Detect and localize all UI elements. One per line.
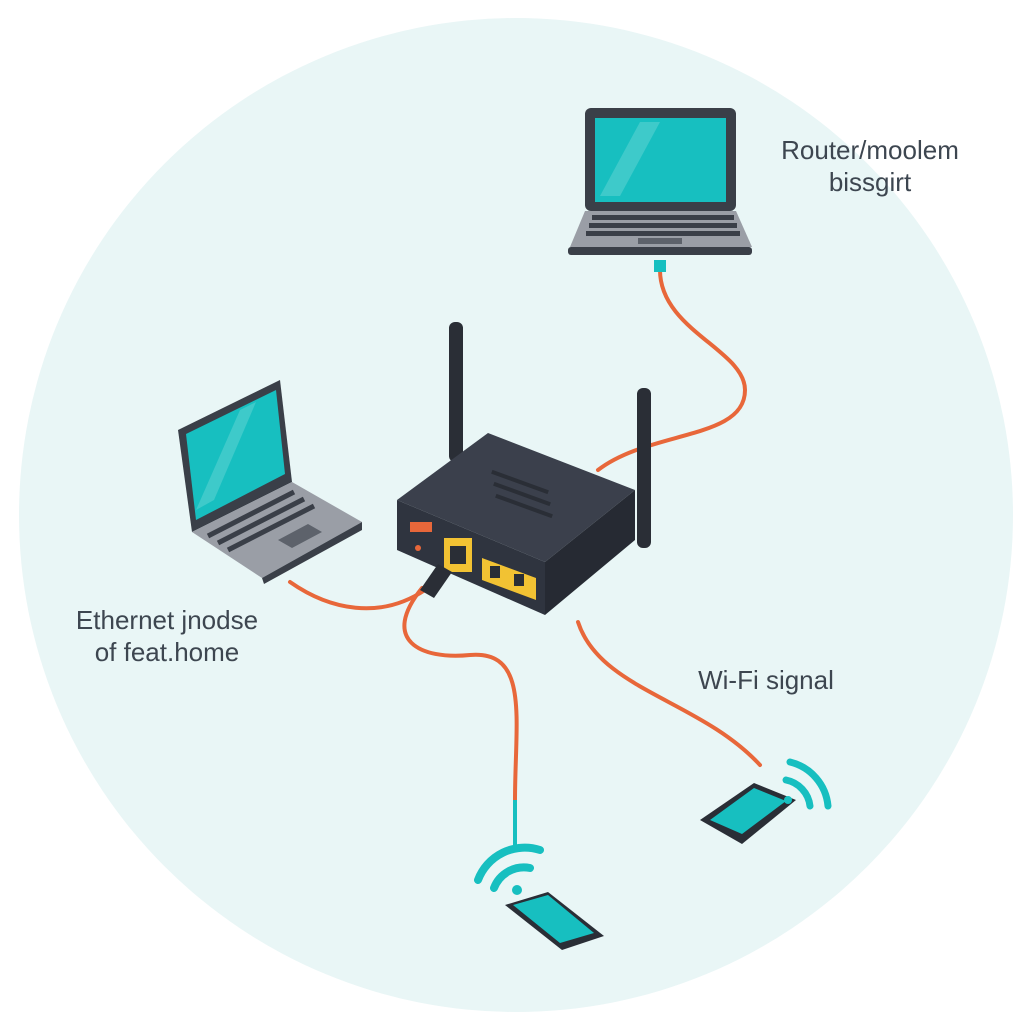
ethernet-cable-plug: [420, 564, 452, 598]
router-modem-label: Router/moolem bissgirt: [760, 134, 980, 198]
cable-top-laptop: [596, 268, 748, 472]
ethernet-label-line1: Ethernet jnodse: [75, 605, 259, 635]
router-label-line1: Router/moolem: [781, 135, 959, 165]
wifi-signal-label: Wi-Fi signal: [698, 665, 834, 695]
smartphone-icon: [505, 892, 604, 950]
ethernet-cables: [288, 268, 762, 802]
ethernet-label-line2: of feat.home: [94, 637, 240, 667]
wifi-signal-icon: [782, 758, 832, 810]
cable-bottom-phone: [402, 586, 519, 802]
wifi-signal-icon: [474, 843, 544, 895]
ethernet-label: Ethernet jnodse of feat.home: [62, 604, 272, 668]
laptop-icon: [178, 380, 362, 584]
router-icon: [397, 322, 651, 615]
antenna-right: [637, 388, 651, 548]
power-port: [410, 522, 432, 532]
smartphone-icon: [700, 783, 796, 844]
power-led: [415, 545, 421, 551]
cable-connector-top: [654, 260, 666, 272]
cable-left-laptop: [288, 580, 427, 611]
antenna-left: [449, 322, 463, 462]
laptop-icon: [568, 108, 752, 255]
cable-right-phone: [576, 620, 762, 767]
router-label-line2: bissgirt: [828, 167, 912, 197]
